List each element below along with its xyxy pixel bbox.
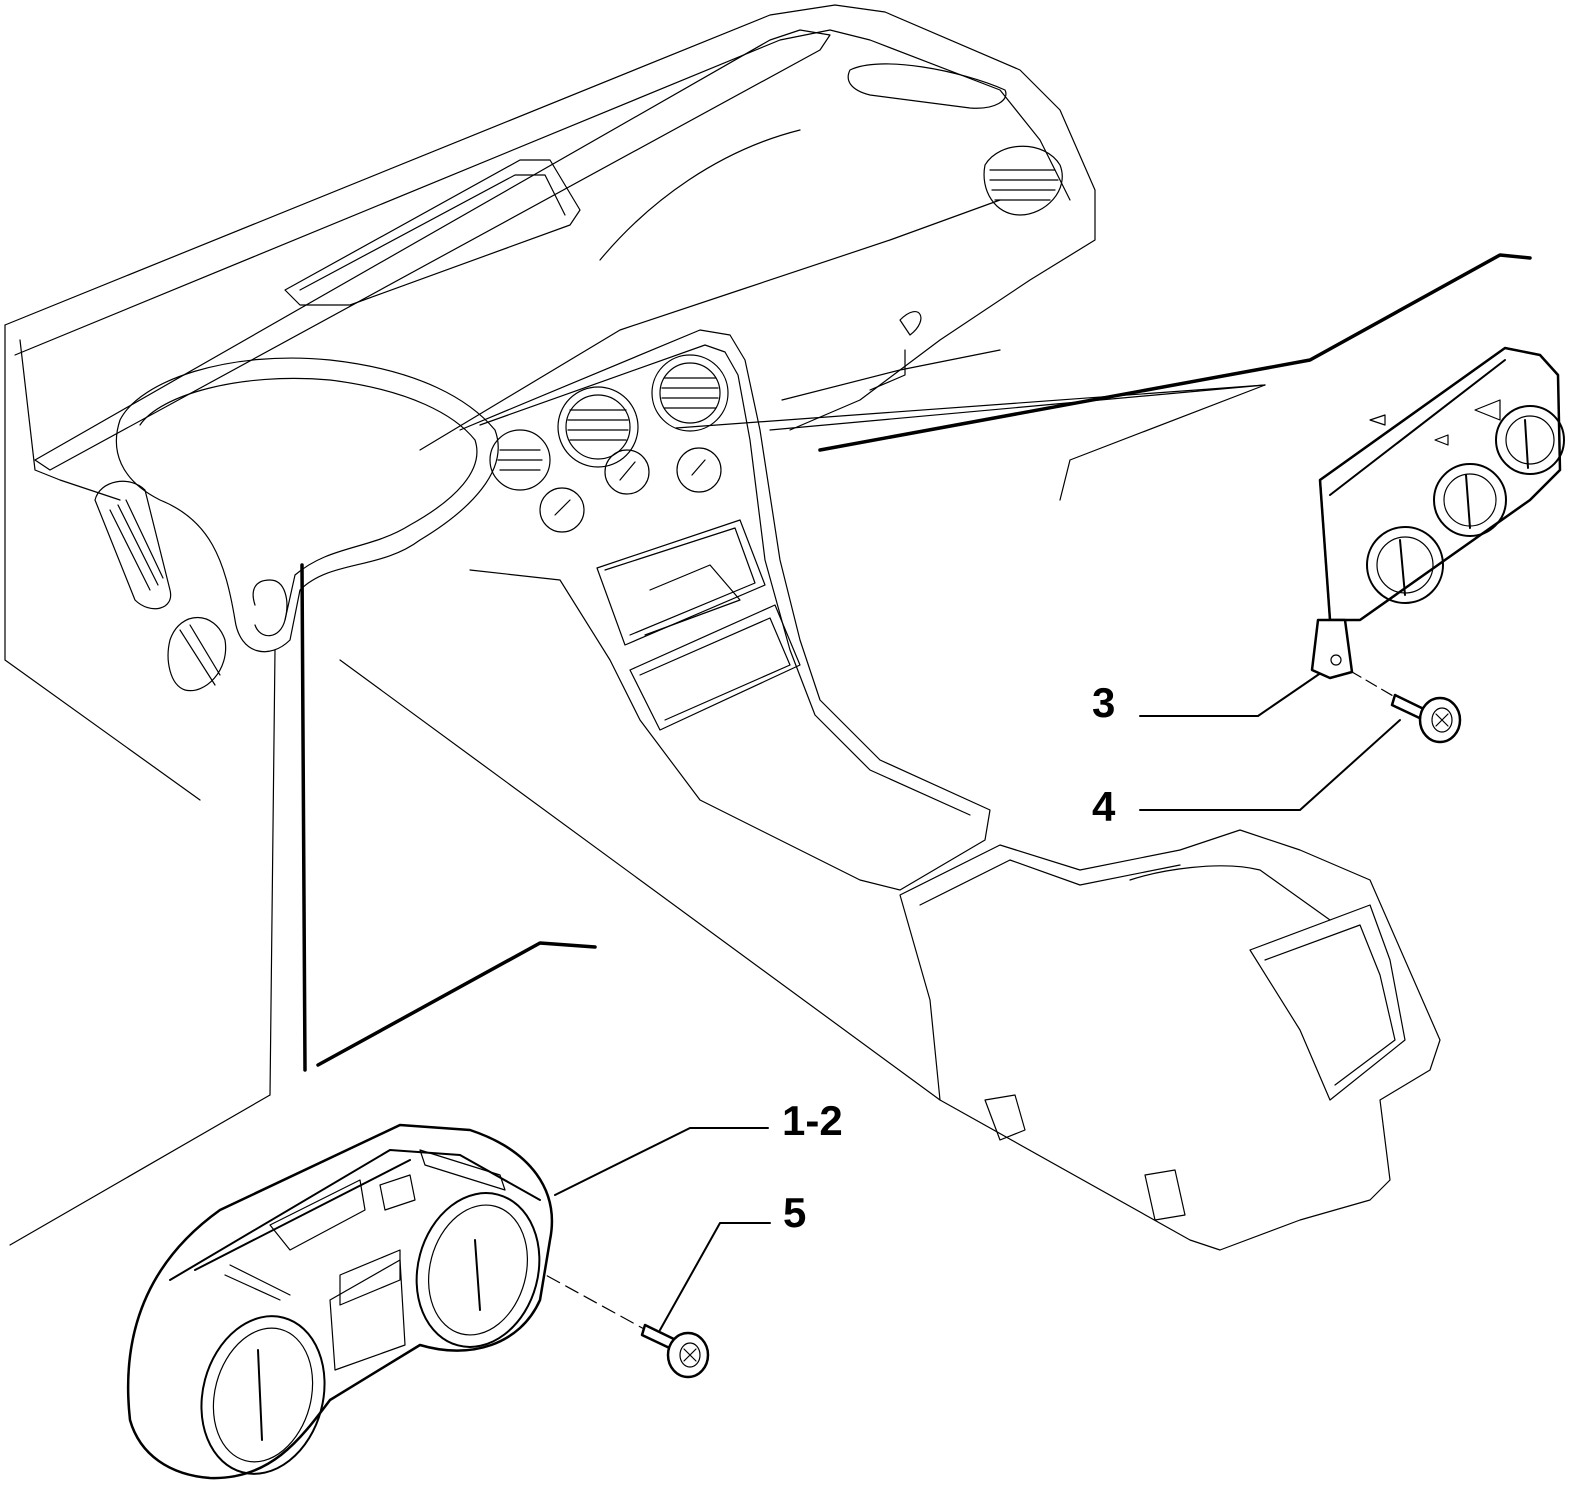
callout-1-2: 1-2 <box>782 1097 843 1144</box>
dashboard-outline <box>4 4 1441 1251</box>
callout-3: 3 <box>1092 679 1116 726</box>
instrument-cluster <box>126 1123 554 1480</box>
callout-5: 5 <box>783 1189 807 1236</box>
callout-4: 4 <box>1092 783 1116 830</box>
screw-part-4 <box>1390 693 1462 744</box>
climate-control-panel <box>1310 346 1565 680</box>
screw-part-5 <box>640 1323 710 1379</box>
leader-lines <box>300 253 1532 1336</box>
